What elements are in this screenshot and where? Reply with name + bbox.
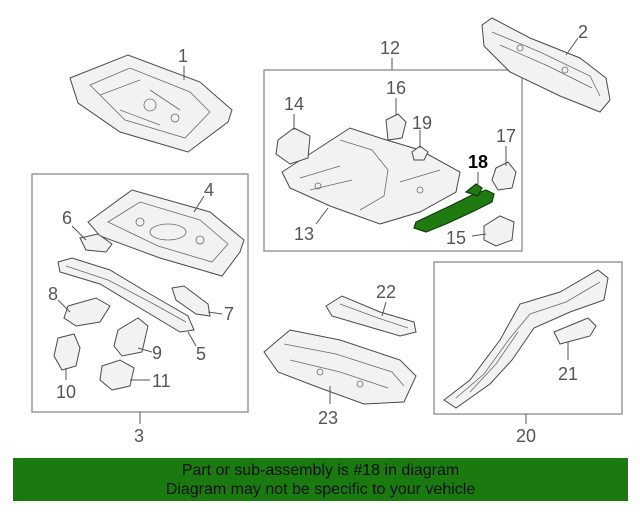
callout-18[interactable]: 18 <box>468 152 488 172</box>
part-6-bracket[interactable] <box>79 233 113 253</box>
leader-13 <box>315 207 329 225</box>
callout-13[interactable]: 13 <box>294 224 314 244</box>
part-5-side-member[interactable] <box>57 257 195 333</box>
leader-5 <box>187 331 197 347</box>
group-box-12 <box>263 69 523 252</box>
leader-4 <box>193 195 205 213</box>
leader-15 <box>471 233 487 237</box>
leader-2 <box>565 37 579 56</box>
callout-11[interactable]: 11 <box>152 371 171 391</box>
callout-15[interactable]: 15 <box>446 228 466 248</box>
info-banner: Part or sub-assembly is #18 in diagram D… <box>13 458 628 501</box>
part-1-package-tray[interactable] <box>69 54 233 153</box>
part-16-bracket[interactable] <box>385 113 407 141</box>
part-19-clip[interactable] <box>411 145 429 161</box>
part-23-rear-floor[interactable] <box>263 329 417 405</box>
part-9-bracket[interactable] <box>113 317 149 357</box>
part-22-crossmember[interactable] <box>325 295 417 337</box>
part-2-rear-panel[interactable] <box>481 17 611 113</box>
leader-8 <box>57 299 71 313</box>
callout-17[interactable]: 17 <box>496 126 516 146</box>
leader-9 <box>137 347 153 353</box>
leader-7 <box>207 311 223 315</box>
callout-12[interactable]: 12 <box>380 38 400 58</box>
part-10-bracket[interactable] <box>53 333 81 371</box>
callout-16[interactable]: 16 <box>386 78 406 98</box>
callout-8[interactable]: 8 <box>48 284 58 304</box>
part-14-bracket[interactable] <box>275 127 311 165</box>
callout-14[interactable]: 14 <box>284 94 304 114</box>
banner-line-disclaimer: Diagram may not be specific to your vehi… <box>165 481 476 498</box>
part-8-bracket[interactable] <box>63 297 111 327</box>
callout-6[interactable]: 6 <box>62 208 72 228</box>
banner-line-part: Part or sub-assembly is #18 in diagram <box>181 462 460 479</box>
callout-20[interactable]: 20 <box>516 426 536 446</box>
leader-6 <box>71 225 87 241</box>
part-7-bracket[interactable] <box>171 285 211 317</box>
callout-3[interactable]: 3 <box>134 426 144 446</box>
callout-5[interactable]: 5 <box>196 344 206 364</box>
part-11-bracket[interactable] <box>99 359 135 391</box>
callout-2[interactable]: 2 <box>578 22 588 42</box>
callout-19[interactable]: 19 <box>412 113 432 133</box>
part-15-bracket[interactable] <box>483 215 515 247</box>
callout-10[interactable]: 10 <box>56 382 76 402</box>
part-20-side-rail[interactable] <box>443 269 609 409</box>
callout-21[interactable]: 21 <box>558 364 578 384</box>
part-18-highlighted[interactable] <box>413 183 495 233</box>
callout-7[interactable]: 7 <box>224 304 234 324</box>
callout-1[interactable]: 1 <box>178 46 188 66</box>
callout-4[interactable]: 4 <box>204 180 214 200</box>
part-21-bracket[interactable] <box>553 317 597 345</box>
callout-23[interactable]: 23 <box>318 408 338 428</box>
group-box-20 <box>433 261 623 415</box>
callout-22[interactable]: 22 <box>376 282 396 302</box>
part-4-rear-floor[interactable] <box>87 189 245 277</box>
callout-9[interactable]: 9 <box>152 343 162 363</box>
part-17-bracket[interactable] <box>491 161 517 191</box>
leader-22 <box>381 301 387 317</box>
